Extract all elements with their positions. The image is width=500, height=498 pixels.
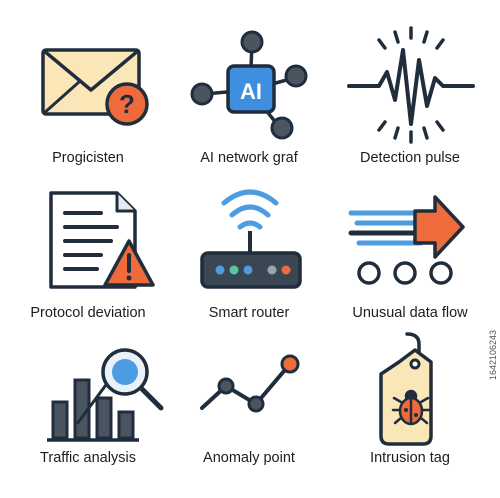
line-anomaly-icon [200, 354, 300, 413]
icon-card-traffic-analysis: Traffic analysis [5, 328, 171, 488]
icon-label: Detection pulse [360, 150, 460, 166]
svg-text:?: ? [119, 89, 135, 119]
icon-card-intrusion-tag: Intrusion tag [327, 328, 493, 488]
bug-tag-icon [379, 332, 433, 446]
icon-label: Protocol deviation [30, 305, 146, 321]
icon-card-unusual-data-flow: Unusual data flow [327, 175, 493, 335]
icon-card-protocol-deviation: Protocol deviation [5, 175, 171, 335]
stock-id-text: 1642106243 [488, 330, 498, 381]
icon-label: Smart router [208, 305, 290, 321]
icon-label: Intrusion tag [370, 450, 450, 466]
ai-badge-text: AI [240, 79, 262, 104]
icon-label: Unusual data flow [352, 305, 468, 321]
document-warning-icon [49, 191, 155, 289]
bar-chart-magnifier-icon [47, 348, 164, 442]
icon-label: Progicisten [52, 150, 124, 166]
data-flow-arrow-icon [348, 195, 465, 285]
icon-label: Traffic analysis [40, 450, 136, 466]
icon-label: AI network graf [200, 150, 298, 166]
pulse-wave-icon [347, 26, 475, 144]
icon-card-anomaly-point: Anomaly point [166, 328, 332, 488]
icon-card-progicisten: ? Progicisten [5, 20, 171, 180]
icon-card-detection-pulse: Detection pulse [327, 20, 493, 180]
envelope-question-icon: ? [41, 48, 149, 126]
icon-card-smart-router: Smart router [166, 175, 332, 335]
ai-network-icon: AI [190, 30, 308, 140]
icon-card-ai-network: AI AI network graf [166, 20, 332, 180]
router-icon [200, 189, 302, 289]
icon-label: Anomaly point [203, 450, 295, 466]
